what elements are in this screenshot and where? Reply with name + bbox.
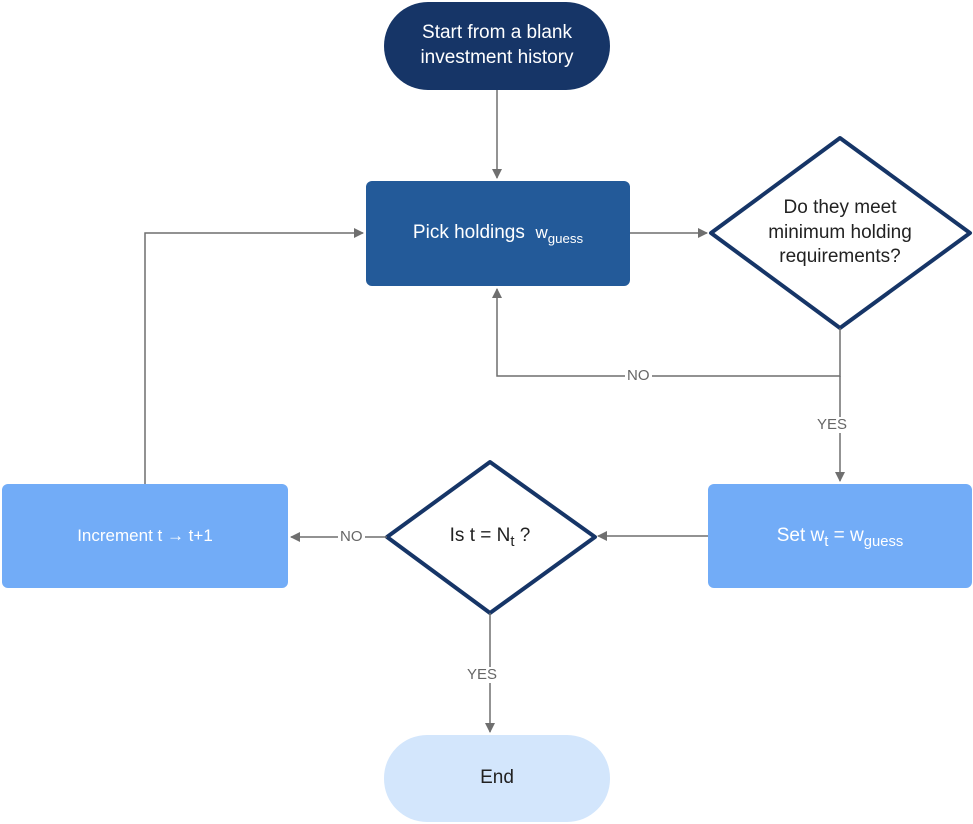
min-holding-no-label: NO bbox=[625, 367, 652, 384]
set-weights-label: Set wt = wguess bbox=[776, 524, 904, 550]
increment-process-shape bbox=[2, 484, 288, 588]
min-holding-decision-node: Do they meet minimum holding requirement… bbox=[720, 160, 960, 306]
final-period-no-label: NO bbox=[338, 528, 365, 545]
min-holding-question-line3: requirements? bbox=[779, 246, 901, 268]
start-node: Start from a blank investment history bbox=[384, 2, 610, 90]
pick-holdings-node: Pick holdings wguess bbox=[366, 181, 630, 286]
end-node: End bbox=[384, 735, 610, 822]
pick-holdings-variable: wguess bbox=[535, 223, 584, 246]
increment-loop-connector bbox=[144, 228, 364, 484]
end-terminal-shape bbox=[384, 735, 610, 822]
pick-holdings-process-shape bbox=[366, 181, 630, 286]
final-period-yes-label: YES bbox=[465, 666, 500, 683]
set-weights-node: Set wt = wguess bbox=[708, 484, 972, 588]
increment-node: Increment t → t+1 bbox=[2, 484, 288, 588]
final-period-question: Is t = Nt ? bbox=[449, 524, 531, 550]
final-period-decision-node: Is t = Nt ? bbox=[400, 500, 580, 572]
increment-label: Increment t → t+1 bbox=[77, 525, 213, 545]
end-label: End bbox=[480, 767, 514, 789]
min-holding-question-line2: minimum holding bbox=[768, 221, 912, 243]
start-label-line1: Start from a blank bbox=[422, 22, 572, 44]
start-label-line2: investment history bbox=[420, 47, 574, 68]
set-weights-process-shape bbox=[708, 484, 972, 588]
pick-holdings-label: Pick holdings bbox=[412, 222, 525, 244]
decision-no-to-pick-connector bbox=[492, 288, 841, 377]
min-holding-yes-label: YES bbox=[815, 416, 850, 433]
min-holding-question-line1: Do they meet bbox=[783, 196, 897, 218]
start-terminal-shape bbox=[384, 2, 610, 90]
